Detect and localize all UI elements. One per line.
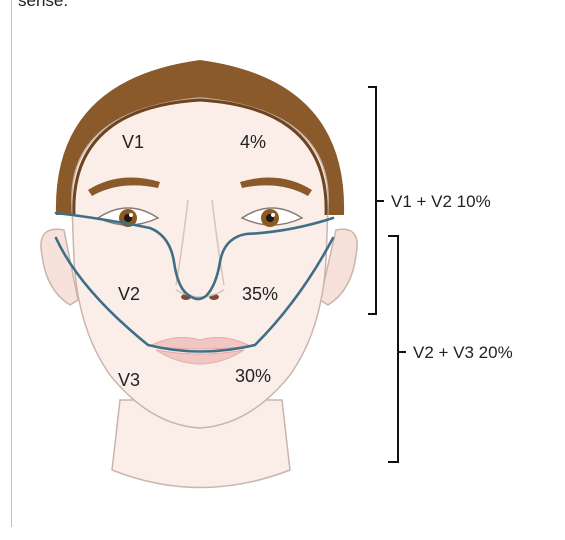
region-label-v2: V2 <box>118 284 140 304</box>
region-percent-v2: 35% <box>242 284 278 304</box>
bracket-label-v1-v2: V1 + V2 10% <box>391 192 491 211</box>
bracket-label-v2-v3: V2 + V3 20% <box>413 343 513 362</box>
face <box>72 98 328 428</box>
region-label-v3: V3 <box>118 370 140 390</box>
bracket-v2-v3 <box>388 236 406 462</box>
bracket-v1-v2 <box>368 87 384 314</box>
region-percent-v1: 4% <box>240 132 266 152</box>
region-label-v1: V1 <box>122 132 144 152</box>
region-percent-v3: 30% <box>235 366 271 386</box>
